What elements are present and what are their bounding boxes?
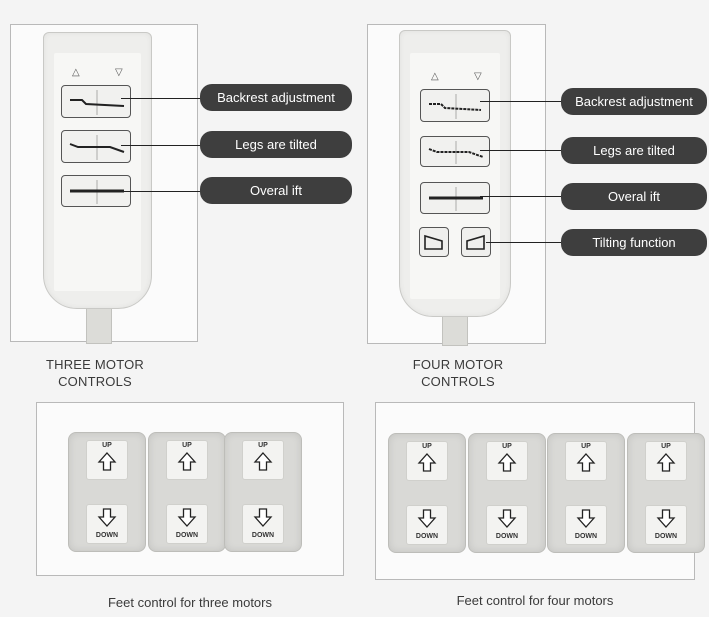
overall-lift-button[interactable]	[420, 182, 490, 214]
three-motor-caption: THREE MOTOR CONTROLS	[20, 356, 170, 390]
callout-lift: Overal ift	[561, 183, 707, 210]
up-triangle-icon: △	[431, 71, 439, 82]
down-label: DOWN	[95, 532, 119, 539]
leader-line	[480, 101, 563, 102]
foot-down-button[interactable]: DOWN	[486, 505, 528, 545]
lift-icon	[70, 180, 124, 204]
arrow-up-icon	[177, 451, 197, 472]
up-label: UP	[258, 442, 268, 449]
arrow-up-icon	[253, 451, 273, 472]
foot-up-button[interactable]: UP	[166, 440, 208, 480]
tilt-back-button[interactable]	[419, 227, 449, 257]
backrest-icon	[70, 90, 125, 115]
foot-up-button[interactable]: UP	[406, 441, 448, 481]
backrest-icon	[429, 94, 482, 119]
caption-line: CONTROLS	[421, 374, 495, 389]
arrow-up-icon	[576, 452, 596, 473]
overall-lift-button[interactable]	[61, 175, 131, 207]
callout-legs: Legs are tilted	[561, 137, 707, 164]
arrow-up-icon	[656, 452, 676, 473]
down-label: DOWN	[175, 532, 199, 539]
legs-tilt-icon	[428, 141, 484, 164]
arrow-up-icon	[97, 451, 117, 472]
up-label: UP	[502, 443, 512, 450]
leader-line	[121, 98, 202, 99]
callout-legs: Legs are tilted	[200, 131, 352, 158]
down-label: DOWN	[495, 533, 519, 540]
foot-down-button[interactable]: DOWN	[242, 504, 284, 544]
foot-down-button[interactable]: DOWN	[406, 505, 448, 545]
arrow-up-icon	[417, 452, 437, 473]
foot-up-button[interactable]: UP	[242, 440, 284, 480]
foot-down-button[interactable]: DOWN	[86, 504, 128, 544]
foot-four-caption: Feet control for four motors	[456, 593, 614, 608]
callout-backrest: Backrest adjustment	[561, 88, 707, 115]
four-motor-hand-remote	[399, 30, 511, 317]
down-label: DOWN	[654, 533, 678, 540]
caption-line: THREE MOTOR	[45, 357, 145, 372]
legs-tilt-button[interactable]	[61, 130, 131, 163]
foot-up-button[interactable]: UP	[486, 441, 528, 481]
caption-line: CONTROLS	[58, 374, 132, 389]
up-triangle-icon: △	[72, 67, 80, 78]
leader-line	[121, 145, 202, 146]
caption-line: FOUR MOTOR	[412, 357, 504, 372]
up-label: UP	[182, 442, 192, 449]
foot-up-button[interactable]: UP	[86, 440, 128, 480]
tilt-back-icon	[424, 234, 443, 250]
legs-tilt-icon	[69, 135, 125, 160]
foot-down-button[interactable]: DOWN	[645, 505, 687, 545]
down-label: DOWN	[574, 533, 598, 540]
down-label: DOWN	[415, 533, 439, 540]
down-label: DOWN	[251, 532, 275, 539]
backrest-adjust-button[interactable]	[61, 85, 131, 118]
down-triangle-icon: ▽	[115, 67, 123, 78]
up-label: UP	[102, 442, 112, 449]
callout-lift: Overal ift	[200, 177, 352, 204]
arrow-down-icon	[97, 507, 117, 528]
down-triangle-icon: ▽	[474, 71, 482, 82]
arrow-up-icon	[497, 452, 517, 473]
three-motor-hand-remote	[43, 32, 152, 309]
leader-line	[486, 242, 563, 243]
callout-backrest: Backrest adjustment	[200, 84, 352, 111]
up-label: UP	[422, 443, 432, 450]
callout-tilting: Tilting function	[561, 229, 707, 256]
foot-three-caption: Feet control for three motors	[107, 595, 272, 610]
up-label: UP	[581, 443, 591, 450]
arrow-down-icon	[253, 507, 273, 528]
leader-line	[480, 150, 563, 151]
foot-up-button[interactable]: UP	[565, 441, 607, 481]
foot-down-button[interactable]: DOWN	[166, 504, 208, 544]
foot-up-button[interactable]: UP	[645, 441, 687, 481]
up-label: UP	[661, 443, 671, 450]
tilt-forward-icon	[466, 234, 485, 250]
backrest-adjust-button[interactable]	[420, 89, 490, 122]
arrow-down-icon	[177, 507, 197, 528]
arrow-down-icon	[417, 508, 437, 529]
four-motor-caption: FOUR MOTOR CONTROLS	[378, 356, 538, 390]
arrow-down-icon	[497, 508, 517, 529]
arrow-down-icon	[576, 508, 596, 529]
foot-down-button[interactable]: DOWN	[565, 505, 607, 545]
leader-line	[121, 191, 202, 192]
leader-line	[480, 196, 563, 197]
lift-icon	[429, 187, 483, 211]
legs-tilt-button[interactable]	[420, 136, 490, 167]
arrow-down-icon	[656, 508, 676, 529]
